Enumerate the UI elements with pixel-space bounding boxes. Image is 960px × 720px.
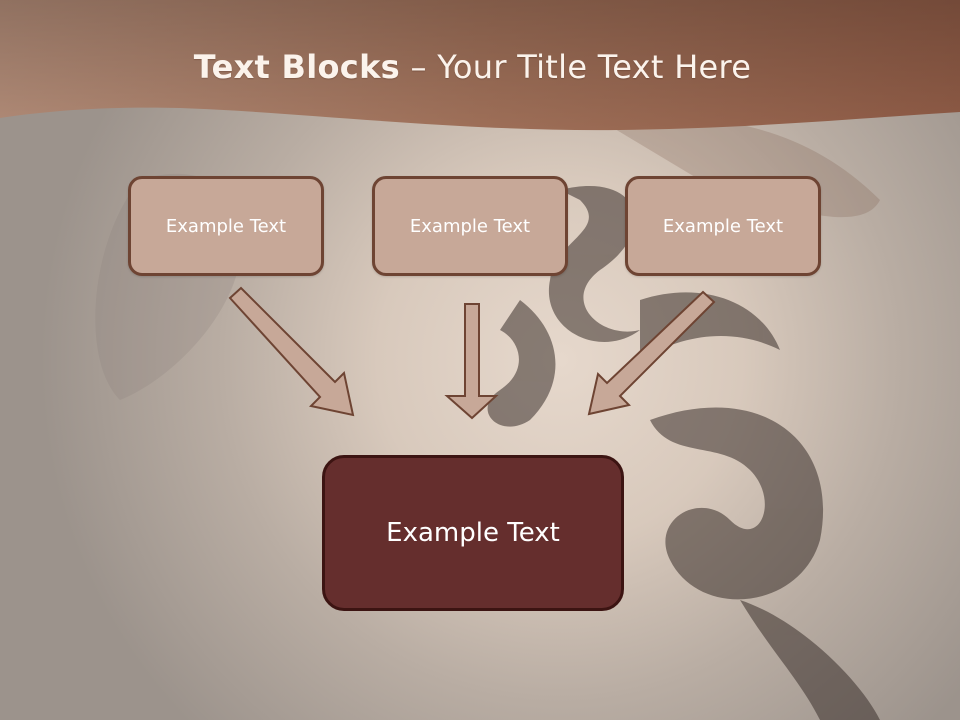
main-text-block: Example Text bbox=[322, 455, 624, 611]
arrow-right-icon bbox=[587, 290, 716, 416]
arrow-left-icon bbox=[228, 286, 355, 417]
text-block-2: Example Text bbox=[372, 176, 568, 276]
title-rest: Your Title Text Here bbox=[437, 48, 752, 86]
slide-title: Text Blocks – Your Title Text Here bbox=[0, 48, 945, 86]
text-block-2-label: Example Text bbox=[409, 215, 531, 237]
title-separator: – bbox=[400, 48, 438, 86]
text-block-1-label: Example Text bbox=[165, 215, 287, 237]
title-bold: Text Blocks bbox=[193, 48, 401, 86]
arrow-down-icon bbox=[444, 303, 499, 420]
text-block-3: Example Text bbox=[625, 176, 821, 276]
text-block-1: Example Text bbox=[128, 176, 324, 276]
main-text-block-label: Example Text bbox=[386, 518, 560, 548]
text-block-3-label: Example Text bbox=[662, 215, 784, 237]
